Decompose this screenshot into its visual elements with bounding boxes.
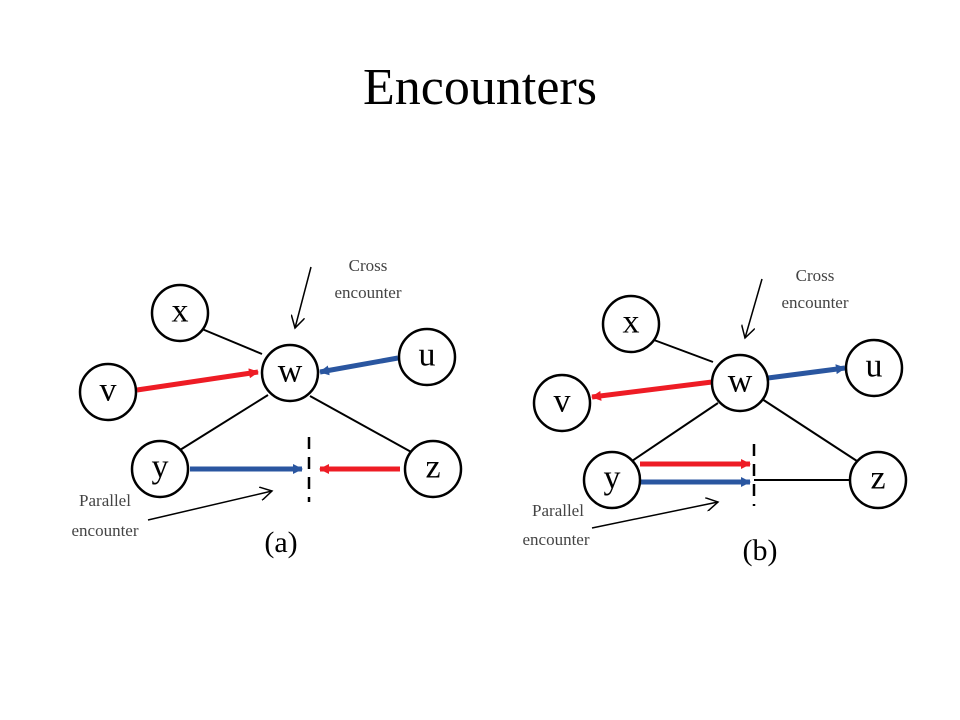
edge-y-w: [631, 402, 719, 462]
node-w: w: [710, 353, 770, 413]
parallel-encounter-pointer: [591, 502, 718, 529]
arrow-w-to-v: [591, 379, 713, 401]
node-v: v: [532, 373, 592, 433]
parallel-encounter-pointer: [147, 491, 272, 521]
svg-text:v: v: [554, 383, 571, 420]
node-w: w: [260, 343, 320, 403]
svg-text:w: w: [728, 363, 753, 400]
edge-y-w: [179, 394, 269, 451]
parallel-encounter-label: encounter: [71, 521, 138, 540]
node-y: y: [130, 439, 190, 499]
svg-text:u: u: [866, 348, 883, 385]
svg-text:u: u: [419, 337, 436, 374]
node-x: x: [601, 294, 661, 354]
cross-encounter-label: encounter: [781, 293, 848, 312]
node-x: x: [150, 283, 210, 343]
svg-text:z: z: [425, 449, 440, 486]
svg-text:x: x: [623, 304, 640, 341]
panel-b-label: (b): [743, 534, 778, 567]
panel-b: x v w u y z Cross encounter Parallel enc…: [522, 266, 908, 567]
arrow-w-to-u: [767, 364, 846, 381]
svg-text:w: w: [278, 353, 303, 390]
node-z: z: [403, 439, 463, 499]
node-u: u: [397, 327, 457, 387]
arrow-v-to-w: [136, 368, 259, 393]
parallel-encounter-label: Parallel: [532, 501, 584, 520]
svg-text:z: z: [870, 460, 885, 497]
cross-encounter-pointer: [295, 266, 312, 328]
svg-text:x: x: [172, 293, 189, 330]
parallel-encounter-label: encounter: [522, 530, 589, 549]
cross-encounter-label: Cross: [349, 256, 388, 275]
edge-w-z: [761, 398, 861, 464]
parallel-encounter-label: Parallel: [79, 491, 131, 510]
panel-a-label: (a): [264, 526, 297, 559]
cross-encounter-pointer: [745, 278, 763, 338]
node-y: y: [582, 450, 642, 510]
svg-text:v: v: [100, 372, 117, 409]
slide-title: Encounters: [363, 59, 597, 116]
cross-encounter-label: encounter: [334, 283, 401, 302]
arrow-u-to-w: [319, 355, 399, 376]
edge-w-z: [309, 395, 414, 454]
node-u: u: [844, 338, 904, 398]
panel-a: x v w u y z Cross encounter Parallel enc…: [71, 256, 463, 559]
node-v: v: [78, 362, 138, 422]
edge-x-w: [653, 339, 714, 363]
cross-encounter-label: Cross: [796, 266, 835, 285]
node-z: z: [848, 450, 908, 510]
svg-text:y: y: [152, 449, 169, 486]
svg-text:y: y: [604, 460, 621, 497]
edge-x-w: [201, 328, 263, 355]
